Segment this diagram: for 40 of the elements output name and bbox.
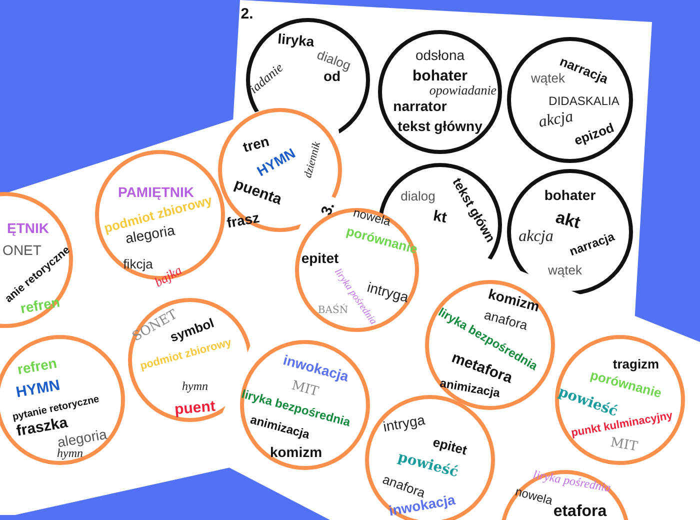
term-label: hymn [182, 380, 208, 392]
term-label: opowiadanie [429, 84, 497, 96]
term-label: nowela [352, 206, 392, 228]
term-label: akt [554, 208, 582, 232]
term-label: puent [174, 398, 216, 418]
sheet-number: 2. [240, 6, 254, 22]
term-label: kt [432, 208, 448, 226]
term-label: frasz [226, 210, 260, 230]
term-label: intryga [382, 412, 426, 434]
term-label: epitet [301, 251, 339, 265]
term-label: wątek [548, 264, 582, 276]
term-label: refren [16, 356, 58, 376]
term-label: bohater [544, 188, 596, 202]
term-label: anafora [381, 472, 427, 500]
term-label: tragizm [612, 358, 660, 370]
term-label: MIT [610, 436, 638, 454]
term-label: odsłona [415, 48, 465, 62]
term-label: akcja [538, 109, 574, 131]
term-label: akcja [518, 229, 554, 245]
term-label: puenta [232, 176, 284, 208]
term-label: etafora [553, 504, 607, 520]
term-label: BAŚŃ [318, 306, 348, 316]
term-label: narrator [393, 99, 447, 113]
term-label: dialog [400, 190, 436, 202]
term-label: liryka [277, 31, 315, 49]
term-label: komizm [487, 286, 541, 314]
term-label: tekst główny [398, 119, 482, 133]
term-label: PAMIĘTNIK [118, 185, 194, 199]
term-label: hymn [57, 447, 83, 459]
term-label: epitet [432, 435, 468, 457]
term-label: DIDASKALIA [548, 95, 620, 107]
term-label: fikcja [123, 258, 153, 270]
term-label: bajka [152, 263, 184, 289]
term-label: MIT [290, 379, 320, 399]
term-label: dziennik [302, 140, 324, 180]
term-label: HYMN [14, 378, 62, 400]
term-label: ĘTNIK [7, 221, 49, 235]
term-label: bohater [412, 68, 468, 84]
sheet-number: 3. [318, 200, 338, 218]
term-label: komizm [270, 445, 322, 459]
